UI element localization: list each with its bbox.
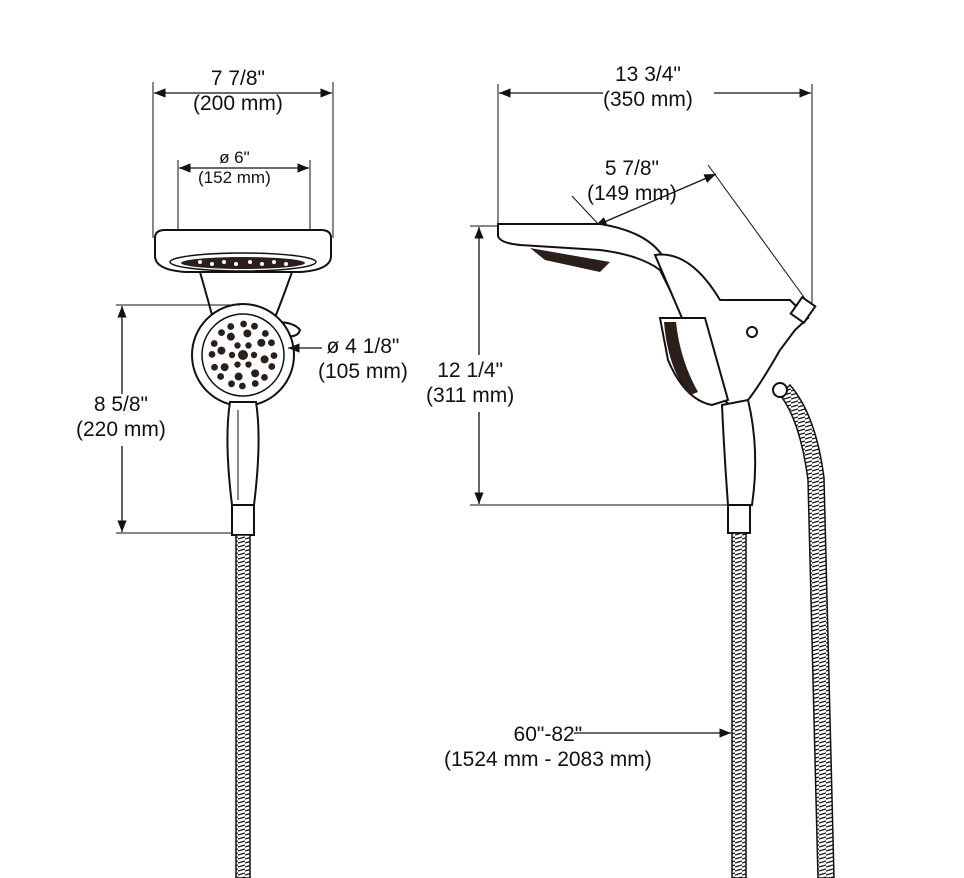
label-metric: (1524 mm - 2083 mm) [444,748,652,771]
hose [235,534,251,878]
nozzle [268,363,276,370]
nozzle [238,382,246,390]
nozzle [261,330,269,337]
nozzle [245,342,252,349]
nozzle [234,361,241,368]
label-hose-length: 60"-82" (1524 mm - 2083 mm) [444,722,652,772]
nozzle [260,355,269,364]
wall-connector [789,295,817,325]
nozzle [240,320,248,328]
nozzle [250,351,258,359]
label-imperial: 60"-82" [513,723,583,746]
nozzle [251,322,258,330]
nozzle [228,351,236,359]
label-imperial: 13 3/4" [615,63,681,86]
nozzle [268,339,275,347]
label-metric: (149 mm) [587,182,677,205]
nozzle [251,380,259,387]
label-imperial: 5 7/8" [604,157,660,180]
supply-hose-side [778,383,835,878]
label-arm-length: 5 7/8" (149 mm) [587,156,677,206]
nozzle [218,329,225,337]
nozzle [234,372,243,381]
fixed-head-side-nozzles [530,248,610,272]
hose-side [731,532,747,878]
side-view [470,84,835,878]
fixed-head-nozzle-holes [198,260,288,266]
label-imperial: ø 6" [219,148,250,167]
nozzle [220,363,229,372]
label-metric: (152 mm) [198,168,271,187]
nozzle [217,346,226,355]
nozzle [217,373,225,380]
label-metric: (220 mm) [76,418,166,441]
label-imperial: ø 4 1/8" [326,335,400,358]
nozzle [210,340,218,347]
dim-line-arm-length [594,173,717,227]
nozzle [234,342,241,349]
label-overall-width: 7 7/8" (200 mm) [193,66,283,116]
label-metric: (200 mm) [193,92,283,115]
label-handheld-diameter: ø 4 1/8" (105 mm) [318,334,408,384]
label-side-height: 12 1/4" (311 mm) [426,358,514,408]
hose-connector [231,504,255,536]
nozzle [257,338,266,347]
handheld-handle-side [720,398,757,506]
nozzle [238,350,248,360]
front-view [116,82,334,878]
nozzle [261,373,268,381]
nozzle [270,352,278,360]
label-front-height: 8 5/8" (220 mm) [76,392,166,442]
label-head-diameter: ø 6" (152 mm) [198,148,271,188]
nozzle [251,369,260,378]
nozzle [208,350,216,358]
label-imperial: 8 5/8" [93,393,149,416]
handheld-handle [226,401,260,506]
nozzle [227,323,235,330]
label-overall-depth: 13 3/4" (350 mm) [603,62,693,112]
hose-fitting [772,382,788,398]
nozzle [226,332,235,341]
nozzle [228,380,235,388]
nozzle [211,363,218,371]
nozzle [243,329,252,338]
nozzle [245,361,252,368]
label-metric: (350 mm) [603,88,693,111]
handheld-nozzle-pattern [208,320,278,390]
extension-line [707,164,807,301]
hose-connector-side [727,504,751,534]
label-metric: (105 mm) [318,360,408,383]
label-imperial: 12 1/4" [437,359,504,382]
label-imperial: 7 7/8" [210,67,266,90]
label-metric: (311 mm) [426,384,515,407]
diverter-knob [746,326,758,338]
handheld-side-nozzles [664,322,698,395]
